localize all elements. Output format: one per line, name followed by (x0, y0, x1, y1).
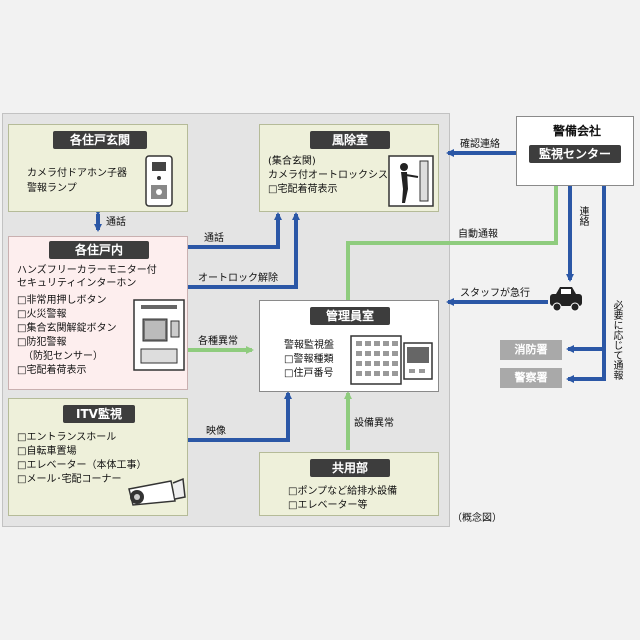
manager-box: 管理員室 警報監視盤 □警報種類 □住戸番号 (259, 300, 439, 392)
arrow-as-needed (566, 168, 606, 383)
dwelling-box: 各住戸内 ハンズフリーカラーモニター付 セキュリティインターホン □非常用押しボ… (8, 236, 188, 390)
dwelling-line-1: ハンズフリーカラーモニター付 (17, 265, 157, 276)
label-alarms: 各種異常 (198, 336, 238, 347)
doorphone-icon (145, 155, 173, 207)
alarm-panel-icon (350, 335, 433, 385)
label-call-2: 通話 (204, 233, 224, 244)
itv-title: ITV監視 (63, 405, 135, 423)
dwelling-line-5: □集合玄関解錠ボタン (17, 323, 117, 334)
manager-title: 管理員室 (310, 307, 390, 325)
itv-line-4: □メール･宅配コーナー (17, 474, 122, 485)
itv-line-3: □エレベーター（本体工事） (17, 460, 147, 471)
monitoring-center-label: 監視センター (529, 145, 621, 163)
entrance-line-2: 警報ランプ (27, 183, 77, 194)
manager-line-3: □住戸番号 (284, 368, 334, 379)
manager-line-1: 警報監視盤 (284, 340, 334, 351)
windbreak-line-2: カメラ付オートロックシステム (268, 170, 408, 181)
label-as-needed: 必要に応じて通報 (611, 300, 622, 380)
windbreak-line-1: (集合玄関) (268, 156, 316, 167)
security-company-box: 警備会社 監視センター (516, 116, 634, 186)
label-call-1: 通話 (106, 217, 126, 228)
fire-station-box: 消防署 (500, 340, 562, 360)
patrol-car-icon (550, 287, 582, 312)
arrow-auto-report (346, 168, 560, 300)
person-at-panel-icon (388, 155, 434, 207)
security-camera-icon (128, 477, 186, 506)
entrance-box: 各住戸玄関 カメラ付ドアホン子器 警報ランプ (8, 124, 188, 212)
entrance-title: 各住戸玄関 (53, 131, 147, 149)
dwelling-line-3: □非常用押しボタン (17, 295, 107, 306)
dwelling-line-7: （防犯センサー） (23, 351, 103, 362)
windbreak-title: 風除室 (310, 131, 390, 149)
dwelling-line-8: □宅配着荷表示 (17, 365, 87, 376)
arrow-video (188, 391, 292, 442)
label-contact: 連絡 (577, 206, 588, 226)
dwelling-line-4: □火災警報 (17, 309, 67, 320)
itv-line-2: □自転車置場 (17, 446, 77, 457)
dwelling-line-2: セキュリティインターホン (17, 278, 137, 289)
common-title: 共用部 (310, 459, 390, 477)
common-line-2: □エレベーター等 (288, 500, 368, 511)
itv-line-1: □エントランスホール (17, 432, 117, 443)
label-confirm: 確認連絡 (460, 139, 500, 150)
arrow-autolock (188, 212, 300, 289)
security-company-title: 警備会社 (553, 124, 602, 138)
common-box: 共用部 □ポンプなど給排水設備 □エレベーター等 (259, 452, 439, 516)
intercom-monitor-icon (133, 299, 185, 371)
windbreak-line-3: □宅配着荷表示 (268, 184, 338, 195)
itv-box: ITV監視 □エントランスホール □自転車置場 □エレベーター（本体工事） □メ… (8, 398, 188, 516)
label-staff: スタッフが急行 (460, 288, 530, 299)
label-equip: 設備異常 (354, 418, 394, 429)
manager-line-2: □警報種類 (284, 354, 334, 365)
dwelling-line-6: □防犯警報 (17, 337, 67, 348)
common-line-1: □ポンプなど給排水設備 (288, 486, 398, 497)
entrance-line-1: カメラ付ドアホン子器 (27, 168, 127, 179)
windbreak-box: 風除室 (集合玄関) カメラ付オートロックシステム □宅配着荷表示 (259, 124, 439, 212)
concept-note: （概念図） (452, 513, 502, 524)
label-autolock: オートロック解除 (198, 273, 278, 284)
label-auto-report: 自動通報 (458, 229, 498, 240)
police-station-box: 警察署 (500, 368, 562, 388)
dwelling-title: 各住戸内 (49, 241, 149, 259)
arrow-call (188, 212, 282, 249)
label-video: 映像 (206, 426, 226, 437)
